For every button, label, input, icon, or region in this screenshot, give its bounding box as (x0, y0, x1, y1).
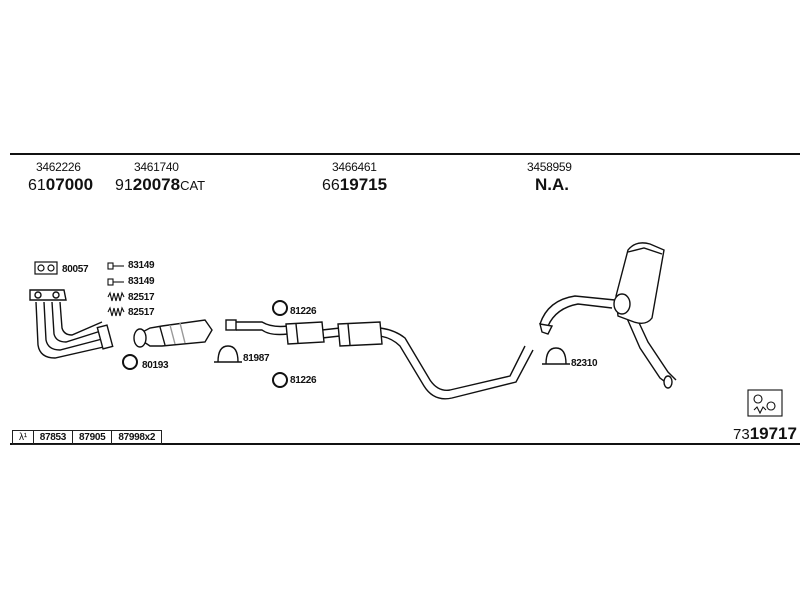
gasket-top-icon (34, 261, 58, 275)
final-ref-code: 19717 (749, 424, 797, 443)
bolt-2-icon (107, 278, 124, 286)
ring-cat-icon (122, 354, 138, 370)
ref-2-prefix: 91 (115, 177, 133, 194)
fitting-cell-1: 87853 (34, 431, 74, 444)
clamp-rear-icon (542, 347, 570, 365)
ref-3-code: 19715 (339, 175, 388, 194)
middle-pipe-icon (225, 319, 534, 400)
oe-number-3: 3466461 (332, 160, 377, 174)
ref-1: 6107000 (28, 175, 93, 195)
part-ring-front-upper: 81226 (290, 306, 317, 317)
clamp-front-icon (214, 345, 242, 363)
fitting-kit-table: λ¹ 87853 87905 87998x2 (12, 430, 163, 445)
part-gasket-top: 80057 (62, 264, 89, 275)
part-spring-1: 82517 (128, 292, 155, 303)
middle-silencer-icon (337, 321, 383, 347)
part-bolt-2: 83149 (128, 276, 155, 287)
ring-front-upper-icon (272, 300, 288, 316)
oe-number-1: 3462226 (36, 160, 81, 174)
oe-number-2: 3461740 (134, 160, 179, 174)
front-silencer-icon (285, 321, 325, 345)
mounting-kit-icon (747, 389, 783, 417)
front-pipe-icon (29, 289, 114, 359)
fitting-cell-3: 87998x2 (118, 432, 156, 443)
rear-pipe-icon (539, 295, 677, 389)
lambda-symbol: λ¹ (13, 431, 34, 444)
part-clamp-rear: 82310 (571, 358, 598, 369)
bolt-1-icon (107, 262, 124, 270)
part-clamp-front: 81987 (243, 353, 270, 364)
spring-1-icon (107, 291, 125, 302)
ref-3: 6619715 (322, 175, 387, 195)
ref-2-suffix: CAT (180, 178, 206, 193)
catalytic-converter-icon (133, 319, 213, 348)
ref-3-prefix: 66 (322, 177, 340, 194)
ring-front-lower-icon (272, 372, 288, 388)
part-ring-cat: 80193 (142, 360, 169, 371)
oe-number-4: 3458959 (527, 160, 572, 174)
final-ref-prefix: 73 (733, 426, 750, 443)
part-bolt-1: 83149 (128, 260, 155, 271)
rear-muffler-icon (613, 242, 665, 325)
spring-2-icon (107, 306, 125, 317)
final-ref: 7319717 (733, 424, 797, 444)
ref-1-code: 07000 (45, 175, 94, 194)
part-ring-front-lower: 81226 (290, 375, 317, 386)
part-spring-2: 82517 (128, 307, 155, 318)
not-available-label: N.A. (535, 175, 569, 194)
ref-2-code: 20078 (132, 175, 181, 194)
ref-1-prefix: 61 (28, 177, 46, 194)
ref-2: 9120078CAT (115, 175, 205, 195)
fitting-cell-2: 87905 (73, 431, 113, 444)
